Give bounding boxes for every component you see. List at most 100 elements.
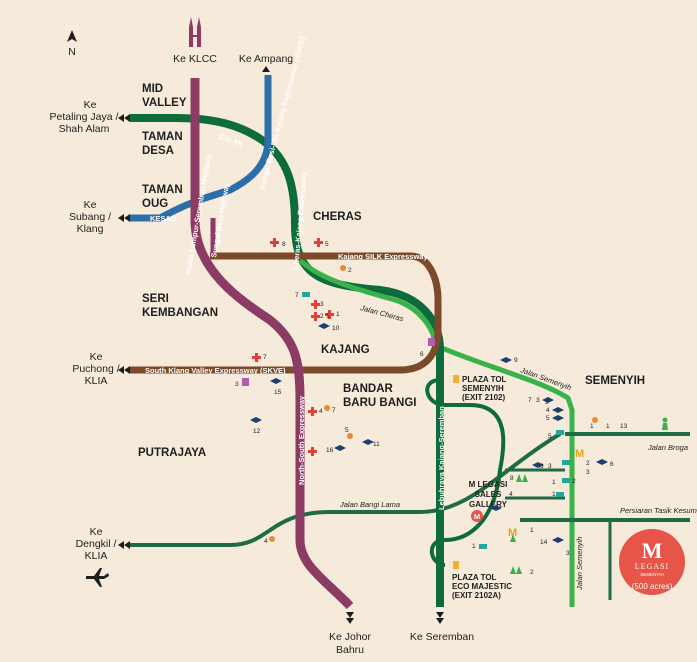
area-semenyih: SEMENYIH bbox=[585, 375, 645, 387]
dest-johor-1: Ke Johor bbox=[329, 631, 372, 643]
toll-eco-1: PLAZA TOL bbox=[452, 573, 497, 582]
dest-klcc: Ke KLCC bbox=[173, 53, 217, 65]
sales-gallery-3: GALLERY bbox=[469, 500, 508, 509]
poi-num: 3 bbox=[235, 381, 239, 388]
poi-num: 1 bbox=[336, 311, 340, 318]
sales-gallery-pin-icon[interactable] bbox=[471, 510, 483, 522]
legasi-badge[interactable]: M LEGASI SEMENYIH (500 acres) bbox=[619, 529, 685, 595]
dest-dengkil-2: Dengkil / bbox=[76, 538, 117, 550]
north-arrow-icon bbox=[67, 30, 77, 42]
poi-num: 7 bbox=[332, 407, 336, 414]
area-bandar-baru-bangi-2: BARU BANGI bbox=[343, 397, 416, 409]
legasi-badge-sub: SEMENYIH bbox=[640, 572, 664, 577]
poi-num: 11 bbox=[373, 441, 380, 448]
jalan-cheras-road bbox=[298, 258, 438, 346]
cheras-kajang-lekas-highway bbox=[130, 114, 444, 607]
poi-num: 7 bbox=[528, 397, 532, 404]
poi-num: 2 bbox=[586, 460, 590, 467]
klcc-towers-icon bbox=[189, 17, 201, 47]
poi-num: 8 bbox=[510, 475, 514, 482]
poi-num: 1 bbox=[552, 479, 556, 486]
poi-num: 7 bbox=[263, 354, 267, 361]
dest-dengkil-1: Ke bbox=[90, 526, 103, 538]
poi-num: 10 bbox=[332, 325, 340, 332]
jalan-semenyih-road bbox=[433, 342, 575, 607]
dest-dengkil-3: KLIA bbox=[85, 550, 108, 562]
poi-num: 5 bbox=[546, 415, 550, 422]
poi-num: 3 bbox=[586, 469, 590, 476]
poi-num: 14 bbox=[540, 539, 548, 546]
road-label-jalan-semenyih-s: Jalan Semenyih bbox=[575, 537, 584, 591]
sales-gallery-2: SALES bbox=[475, 490, 502, 499]
dest-puchong-3: KLIA bbox=[85, 375, 108, 387]
poi-num: 7 bbox=[295, 292, 299, 299]
area-seri-kembangan-2: KEMBANGAN bbox=[142, 307, 218, 319]
poi-num: 5 bbox=[548, 433, 552, 440]
dest-pj-2: Petaling Jaya / bbox=[50, 111, 119, 123]
area-bandar-baru-bangi-1: BANDAR bbox=[343, 383, 394, 395]
poi-num: 1 bbox=[326, 313, 330, 320]
poi-num: 12 bbox=[253, 428, 261, 435]
suke-kesas-highway bbox=[130, 75, 272, 222]
toll-eco-2: ECO MAJESTIC bbox=[452, 582, 512, 591]
poi-num: 4 bbox=[264, 538, 268, 545]
toll-semenyih-2: SEMENYIH bbox=[462, 384, 504, 393]
shopping-bag-icon bbox=[242, 338, 435, 386]
poi-num: 3 bbox=[566, 550, 570, 557]
toll-semenyih-marker bbox=[453, 375, 459, 383]
dest-ampang: Ke Ampang bbox=[239, 53, 293, 65]
toll-semenyih-3: (EXIT 2102) bbox=[462, 393, 505, 402]
school-icon bbox=[250, 323, 608, 543]
shopping-cart-icon bbox=[302, 292, 570, 549]
poi-num: 4 bbox=[546, 407, 550, 414]
poi-num: 3 bbox=[320, 301, 324, 308]
compass-label: N bbox=[68, 46, 76, 58]
arrow-down-icon bbox=[346, 612, 444, 624]
poi-num: 5 bbox=[325, 241, 329, 248]
poi-num: 2 bbox=[348, 267, 352, 274]
arrow-up-icon bbox=[262, 66, 270, 72]
poi-num: 1 bbox=[590, 423, 594, 430]
road-label-lekas: Lebuhraya Kajang-Seremban bbox=[437, 406, 446, 510]
sales-gallery-1: M LEGASI bbox=[469, 480, 508, 489]
mcdonalds-icon: M M bbox=[508, 448, 584, 539]
road-label-jalan-cheras: Jalan Cheras bbox=[359, 303, 405, 323]
poi-num: 6 bbox=[420, 351, 424, 358]
jalan-bangi-lama-road bbox=[130, 432, 562, 547]
toll-eco-majestic-marker bbox=[453, 561, 459, 569]
sales-gallery-pin-letter: M bbox=[474, 512, 480, 521]
hospital-icon bbox=[252, 238, 334, 456]
poi-num: 2 bbox=[572, 478, 576, 485]
north-south-expressway bbox=[190, 78, 354, 610]
poi-num: 15 bbox=[274, 389, 282, 396]
road-label-salak: SALAK bbox=[217, 131, 245, 148]
golf-icon bbox=[269, 265, 598, 542]
area-taman-oug-1: TAMAN bbox=[142, 184, 183, 196]
legasi-badge-letter: M bbox=[642, 538, 663, 563]
dest-puchong-2: Puchong / bbox=[72, 363, 119, 375]
poi-num: 1 bbox=[472, 543, 476, 550]
road-label-jalan-bangi-lama: Jalan Bangi Lama bbox=[339, 500, 400, 509]
poi-num: 3 bbox=[548, 463, 552, 470]
svg-text:M: M bbox=[508, 527, 517, 539]
dest-subang-2: Subang / bbox=[69, 211, 111, 223]
area-mid-valley-2: VALLEY bbox=[142, 97, 187, 109]
area-mid-valley-1: MID bbox=[142, 83, 163, 95]
poi-num: 4 bbox=[509, 491, 513, 498]
poi-num: 8 bbox=[282, 241, 286, 248]
dest-subang-1: Ke bbox=[84, 199, 97, 211]
road-label-kesas: KESAS bbox=[150, 214, 176, 223]
area-seri-kembangan-1: SERI bbox=[142, 293, 169, 305]
area-cheras: CHERAS bbox=[313, 211, 362, 223]
dest-pj-3: Shah Alam bbox=[59, 123, 110, 135]
poi-num: 1 bbox=[530, 527, 534, 534]
area-putrajaya: PUTRAJAYA bbox=[138, 447, 206, 459]
dest-johor-2: Bahru bbox=[336, 644, 364, 656]
poi-num: 3 bbox=[540, 463, 544, 470]
poi-num: 13 bbox=[620, 423, 628, 430]
svg-text:M: M bbox=[575, 448, 584, 460]
legasi-badge-acres: (500 acres) bbox=[632, 582, 673, 591]
poi-num: 4 bbox=[319, 408, 323, 415]
